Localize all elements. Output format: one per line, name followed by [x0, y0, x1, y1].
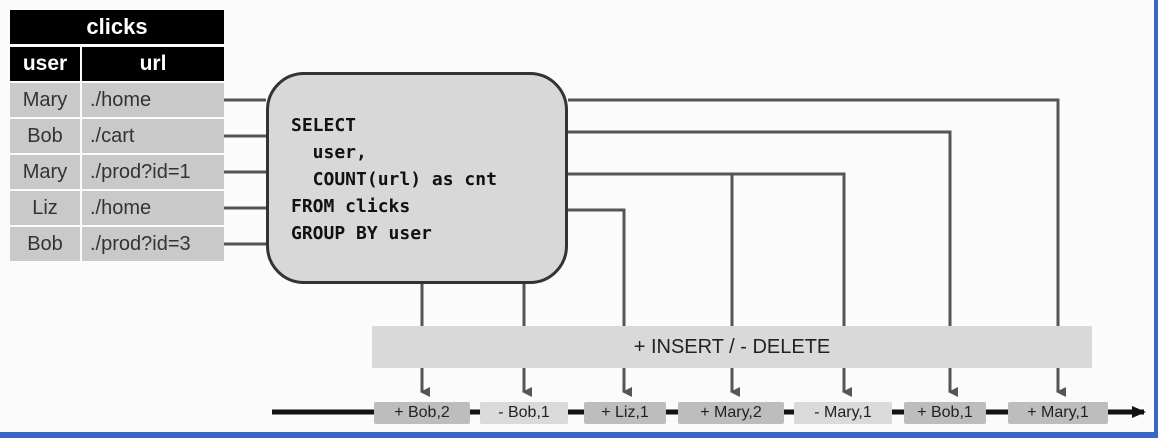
window-border-bottom	[0, 432, 1158, 438]
cell-url: ./prod?id=3	[82, 227, 224, 261]
table-row: Bob ./prod?id=3	[10, 227, 224, 261]
cell-user: Mary	[10, 155, 80, 189]
cell-user: Bob	[10, 227, 80, 261]
cell-url: ./cart	[82, 119, 224, 153]
query-line: FROM clicks	[291, 196, 411, 217]
changelog-entry: + Liz,1	[584, 402, 666, 424]
sql-query-box: SELECT user, COUNT(url) as cnt FROM clic…	[266, 72, 568, 284]
changelog-entry: + Bob,2	[374, 402, 470, 424]
table-title: clicks	[10, 10, 224, 44]
changelog-entry: - Mary,1	[794, 402, 892, 424]
changelog-entry: + Bob,1	[904, 402, 986, 424]
cell-user: Mary	[10, 83, 80, 117]
table-header: user url	[10, 47, 224, 81]
query-line: COUNT(url) as cnt	[291, 169, 497, 190]
header-url: url	[82, 47, 224, 81]
table-row: Bob ./cart	[10, 119, 224, 153]
query-line: SELECT	[291, 115, 357, 136]
query-line: GROUP BY user	[291, 223, 432, 244]
cell-user: Bob	[10, 119, 80, 153]
table-row: Mary ./prod?id=1	[10, 155, 224, 189]
query-line: user,	[291, 142, 367, 163]
window-border-right	[1154, 0, 1158, 438]
output-arrow-5	[568, 172, 852, 397]
output-arrow-6	[568, 130, 958, 397]
changelog-entry: + Mary,2	[678, 402, 784, 424]
cell-user: Liz	[10, 191, 80, 225]
header-user: user	[10, 47, 80, 81]
table-row: Mary ./home	[10, 83, 224, 117]
output-arrow-7	[568, 98, 1066, 397]
changelog-entry: - Bob,1	[480, 402, 568, 424]
cell-url: ./home	[82, 83, 224, 117]
insert-delete-label: + INSERT / - DELETE	[372, 326, 1092, 368]
clicks-table: clicks user url Mary ./home Bob ./cart M…	[10, 10, 224, 261]
table-row: Liz ./home	[10, 191, 224, 225]
cell-url: ./prod?id=1	[82, 155, 224, 189]
changelog-entry: + Mary,1	[1008, 402, 1108, 424]
cell-url: ./home	[82, 191, 224, 225]
